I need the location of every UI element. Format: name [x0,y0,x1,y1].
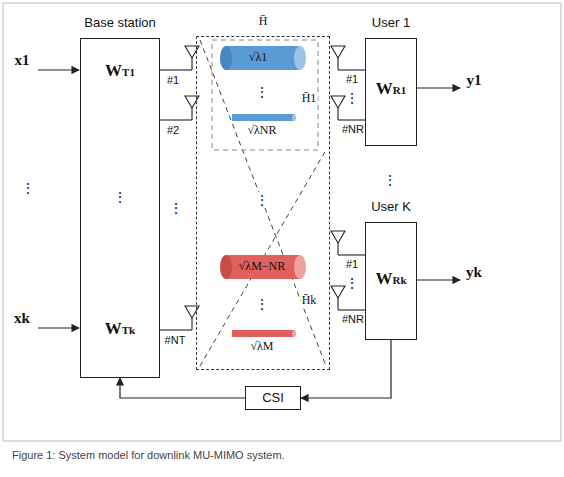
input-symbol: x1 [15,52,30,69]
input-arrow [38,69,79,70]
antenna-number: #NR [342,123,364,136]
base-antennas [160,46,199,330]
antenna-number: #NR [342,313,364,326]
ellipsis: ⋮ [345,275,359,291]
box-heading: User 1 [372,15,410,31]
output-symbol: yk [466,264,482,281]
eigenvalue-label: √λM [249,340,274,353]
ellipsis: ⋮ [169,200,183,216]
user-antennas [331,46,365,310]
user-box: User 1WR1 [365,38,417,146]
ellipsis: ⋮ [345,90,359,106]
output-arrow [417,279,460,280]
antenna-number: #NT [165,334,186,347]
channel-label: H̄ [259,13,268,29]
antenna-number: #2 [167,124,179,137]
ellipsis: ⋮ [21,180,35,196]
ellipsis: ⋮ [254,192,270,208]
input-symbol: xk [14,310,30,327]
input-arrow [38,327,79,328]
user-box: User KWRk [365,222,417,340]
box-heading: User K [371,199,411,215]
csi-box: CSI [245,386,301,410]
precoder-label: WTk [105,321,135,338]
decoder-label: WRk [375,271,406,288]
ellipsis: ⋮ [113,189,127,205]
subchannel-label: H̄1 [301,92,318,105]
subchannel-label: H̄k [301,294,318,307]
figure-frame [3,3,561,441]
output-symbol: y1 [467,72,482,89]
eigenvalue-label: √λM−NR [239,260,286,273]
ellipsis: ⋮ [254,296,270,312]
antenna-number: #1 [346,258,358,271]
feedback-connector [120,378,245,398]
eigenvalue-label: √λNR [246,124,277,137]
ellipsis: ⋮ [383,172,397,188]
precoder-label: WT1 [105,63,135,80]
antenna-number: #1 [346,73,358,86]
red-eigen-channels [220,255,306,337]
csi-label: CSI [262,390,284,406]
base-station-box: Base stationWT1⋮WTk [80,38,160,378]
antenna-number: #1 [167,74,179,87]
ellipsis: ⋮ [254,84,270,100]
channel-crossing [200,40,326,366]
decoder-label: WR1 [376,81,406,98]
figure-caption: Figure 1: System model for downlink MU-M… [12,449,285,461]
output-arrow [417,87,460,88]
box-heading: Base station [84,15,156,31]
feedback-connector [301,340,391,398]
blue-eigen-channels [220,46,306,121]
eigenvalue-label: √λ1 [249,51,267,64]
